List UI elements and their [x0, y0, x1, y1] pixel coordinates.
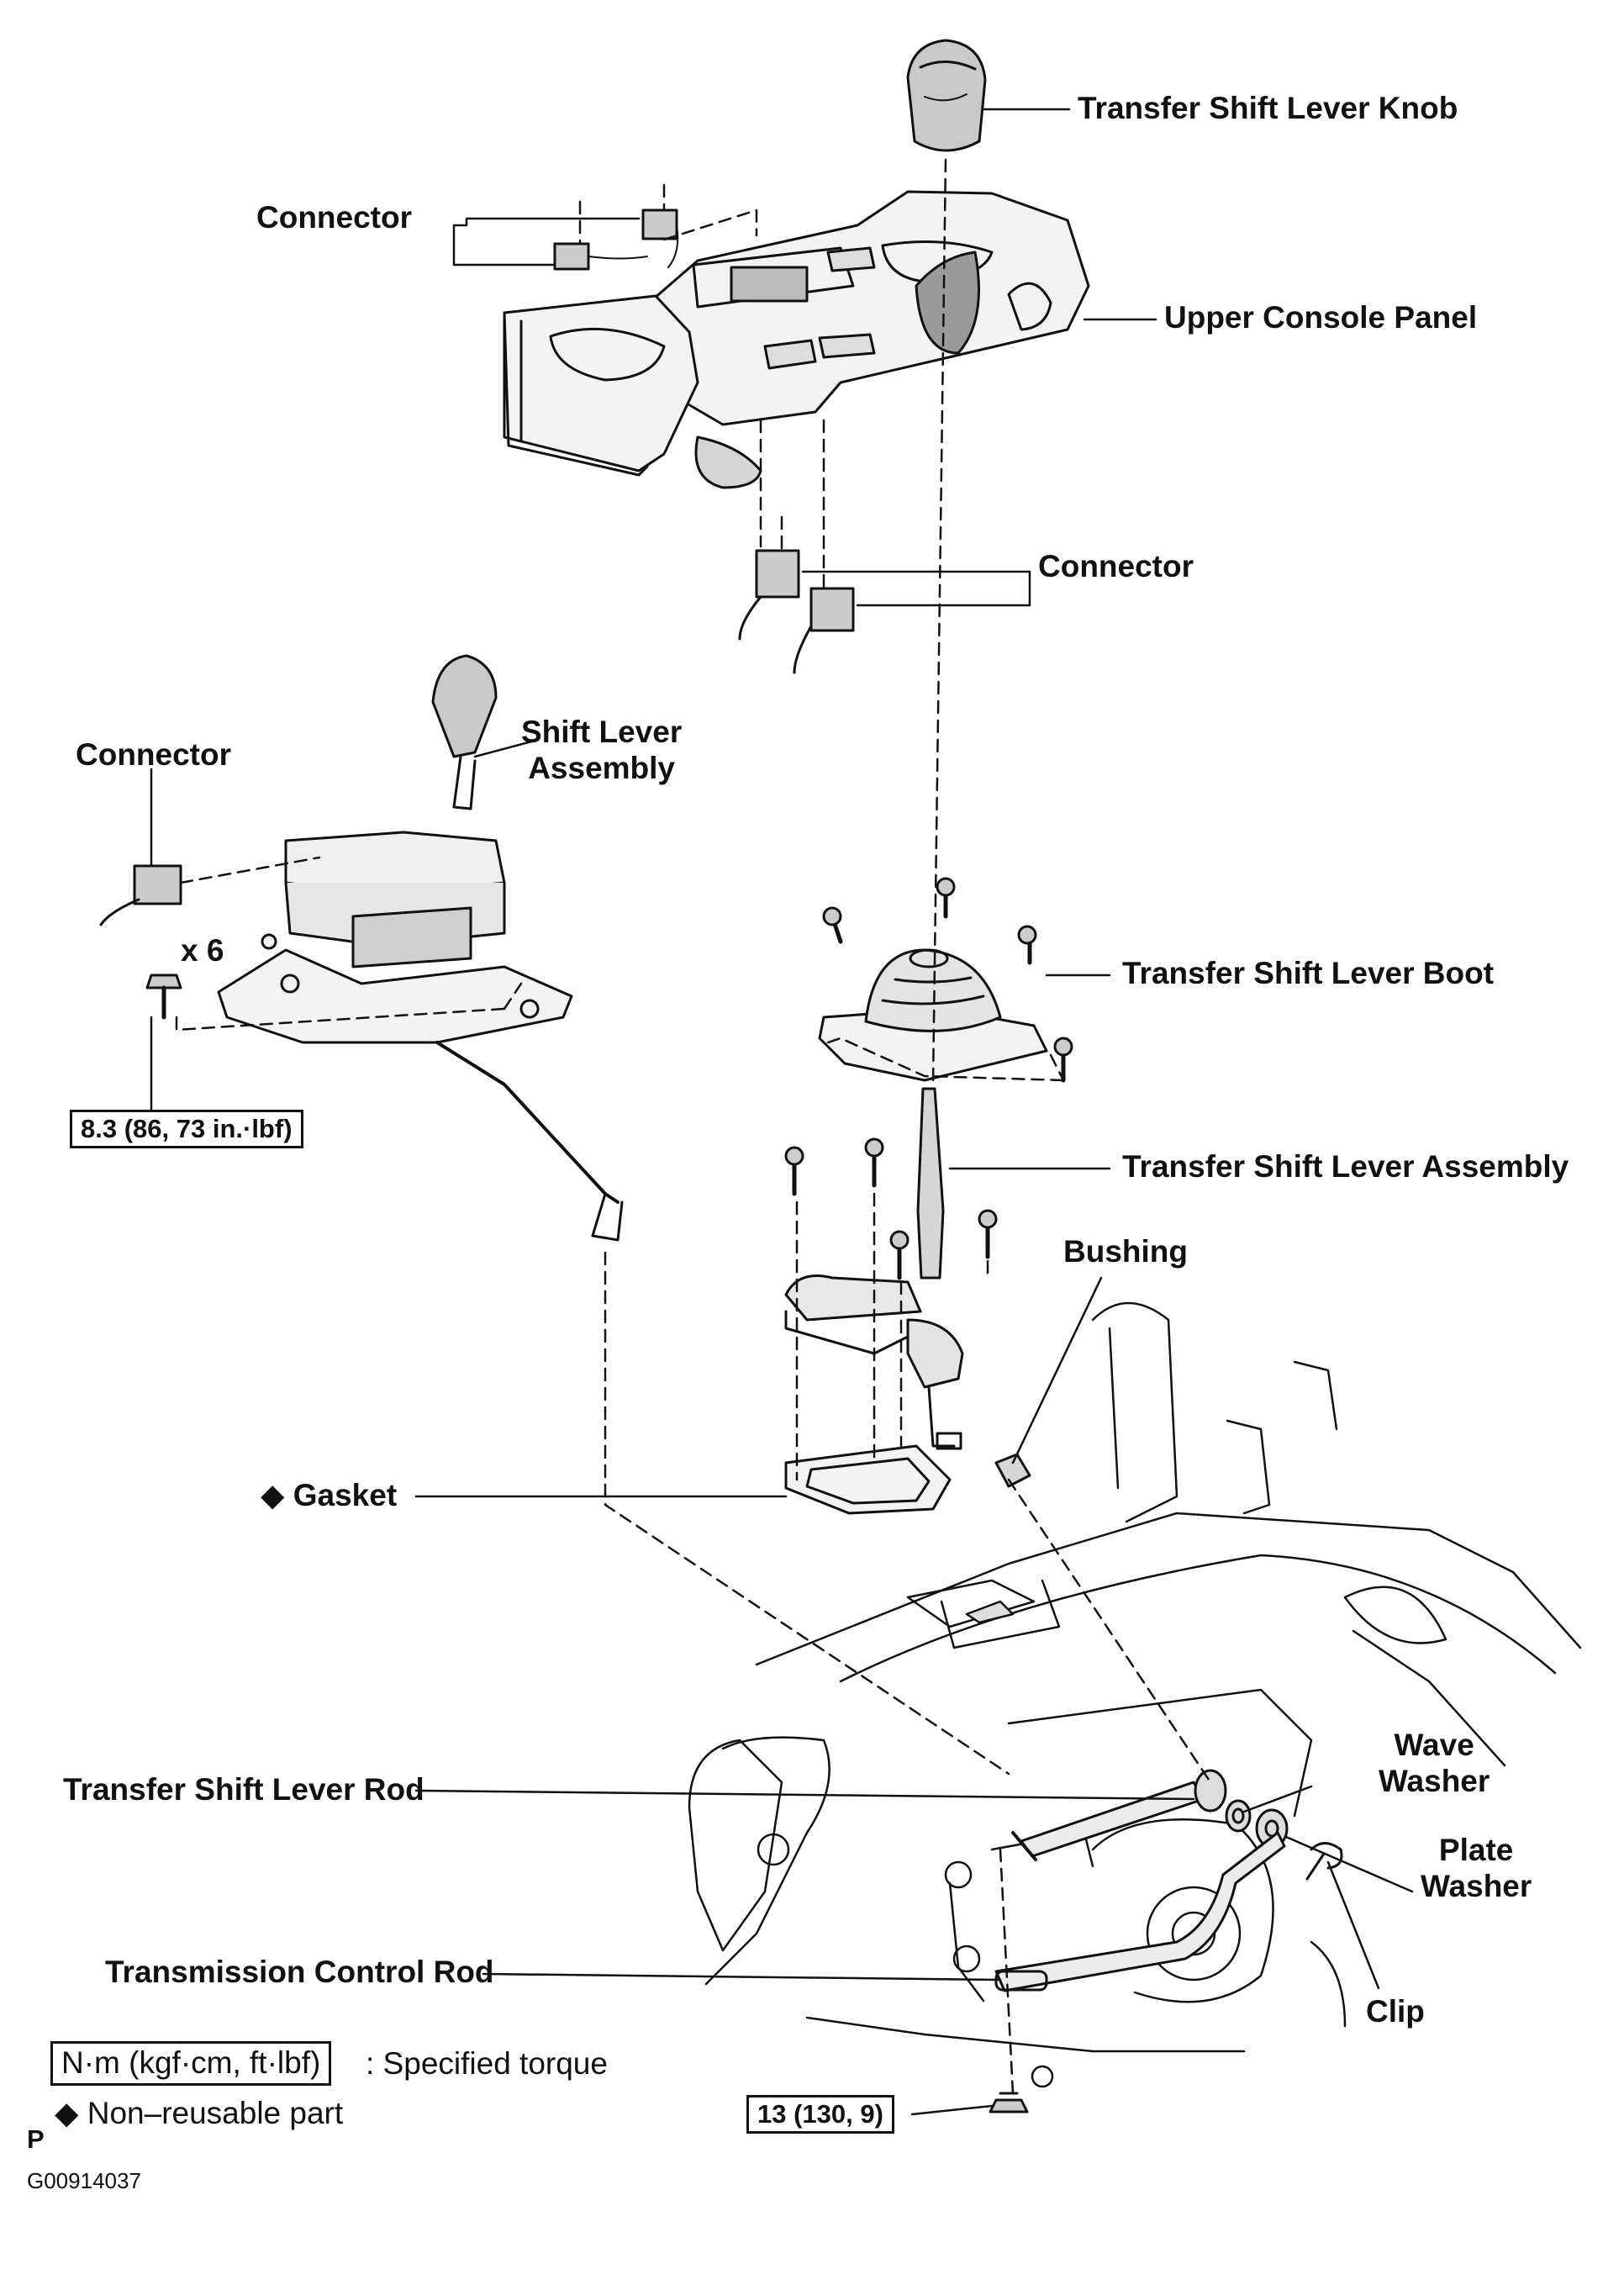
bottom-nut-part	[989, 2092, 1029, 2113]
label-plate-washer: Plate Washer	[1421, 1833, 1532, 1903]
label-transmission-control-rod: Transmission Control Rod	[105, 1955, 494, 1989]
transmission-rod-part	[994, 1831, 1286, 1992]
legend-torque-desc: : Specified torque	[366, 2046, 608, 2081]
page-letter: P	[27, 2124, 45, 2154]
label-x6: x 6	[181, 933, 224, 968]
transfer-boot-part	[818, 948, 1048, 1082]
label-transfer-shift-lever-assembly: Transfer Shift Lever Assembly	[1122, 1149, 1569, 1184]
middle-connectors-part	[738, 549, 855, 674]
gasket-part	[784, 1444, 952, 1515]
boot-bolts-part	[822, 877, 1073, 1083]
torque-box-bottom: 13 (130, 9)	[746, 2095, 894, 2134]
label-connector-middle: Connector	[1038, 549, 1194, 583]
left-connector-part	[99, 864, 182, 926]
label-wave-washer: Wave Washer	[1379, 1728, 1490, 1798]
label-clip: Clip	[1366, 1994, 1425, 2029]
legend-nonreusable: ◆ Non–reusable part	[55, 2096, 344, 2130]
label-shift-lever-assembly: Shift Lever Assembly	[521, 715, 683, 785]
transmission-body-part	[688, 1301, 1582, 2088]
transfer-lever-assembly-part	[784, 1087, 964, 1450]
label-bushing: Bushing	[1063, 1234, 1188, 1269]
leader-lines	[150, 108, 1414, 2116]
lever-bolts-part	[784, 1137, 998, 1280]
label-transfer-shift-lever-knob: Transfer Shift Lever Knob	[1078, 91, 1458, 125]
label-connector-top: Connector	[256, 200, 412, 235]
label-transfer-shift-lever-rod: Transfer Shift Lever Rod	[63, 1772, 424, 1807]
legend-torque-unit-box: N·m (kgf·cm, ft·lbf)	[50, 2041, 332, 2086]
upper-console-panel-part	[503, 190, 1090, 489]
transfer-rod-part	[1011, 1769, 1227, 1861]
dashed-assembly-lines	[175, 158, 1212, 2095]
label-transfer-shift-lever-boot: Transfer Shift Lever Boot	[1122, 956, 1495, 990]
torque-box-left: 8.3 (86, 73 in.·lbf)	[70, 1110, 303, 1148]
transfer-knob-part	[906, 39, 987, 152]
bushing-part	[994, 1453, 1031, 1488]
label-gasket: ◆ Gasket	[261, 1478, 398, 1512]
clip-part	[1305, 1842, 1343, 1881]
label-connector-left: Connector	[76, 737, 231, 772]
top-connectors-part	[553, 208, 679, 271]
label-upper-console-panel: Upper Console Panel	[1164, 300, 1478, 335]
figure-code: G00914037	[27, 2168, 141, 2193]
left-bolt-part	[145, 974, 182, 1020]
shift-lever-assembly-part	[217, 654, 624, 1242]
